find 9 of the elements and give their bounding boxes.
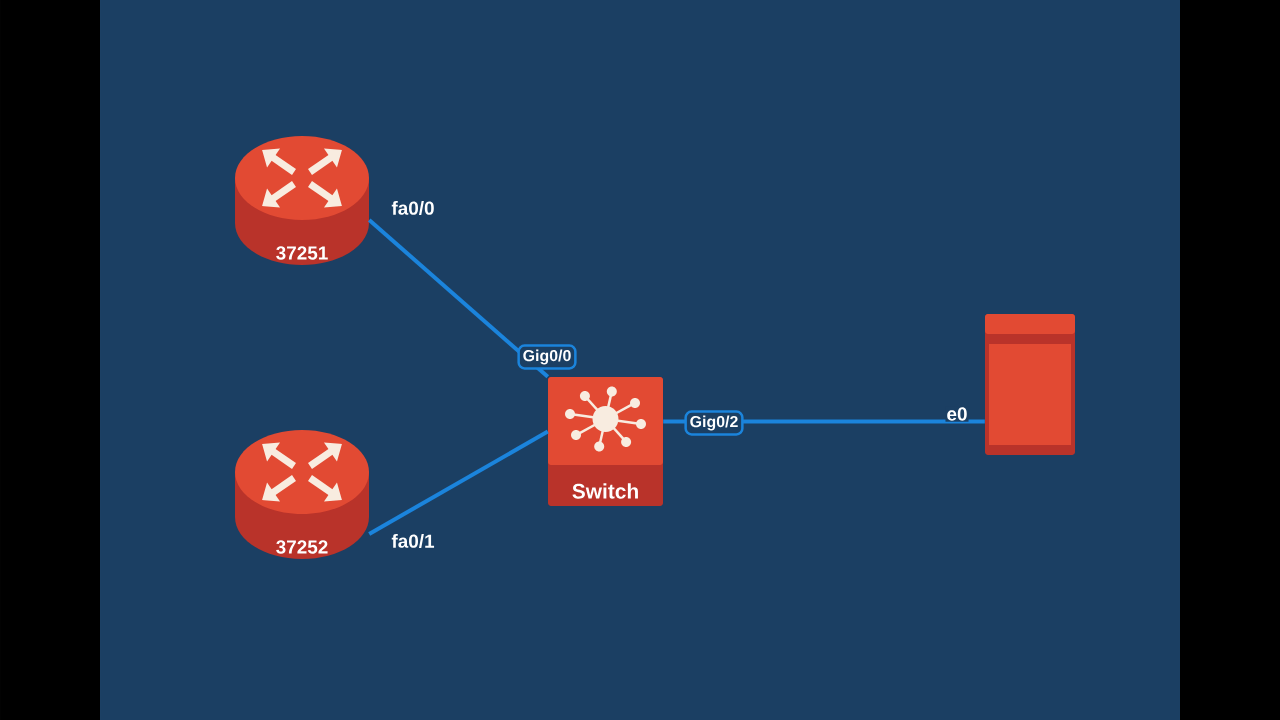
port-label: Gig0/2: [684, 410, 744, 436]
switch: Switch: [548, 377, 663, 506]
port-label: Gig0/0: [517, 344, 577, 370]
router: 37252: [235, 430, 369, 559]
interface-label: e0: [945, 406, 969, 422]
connector: [367, 218, 550, 379]
server: [985, 314, 1075, 455]
router: 37251: [235, 136, 369, 265]
connector: [368, 429, 549, 536]
